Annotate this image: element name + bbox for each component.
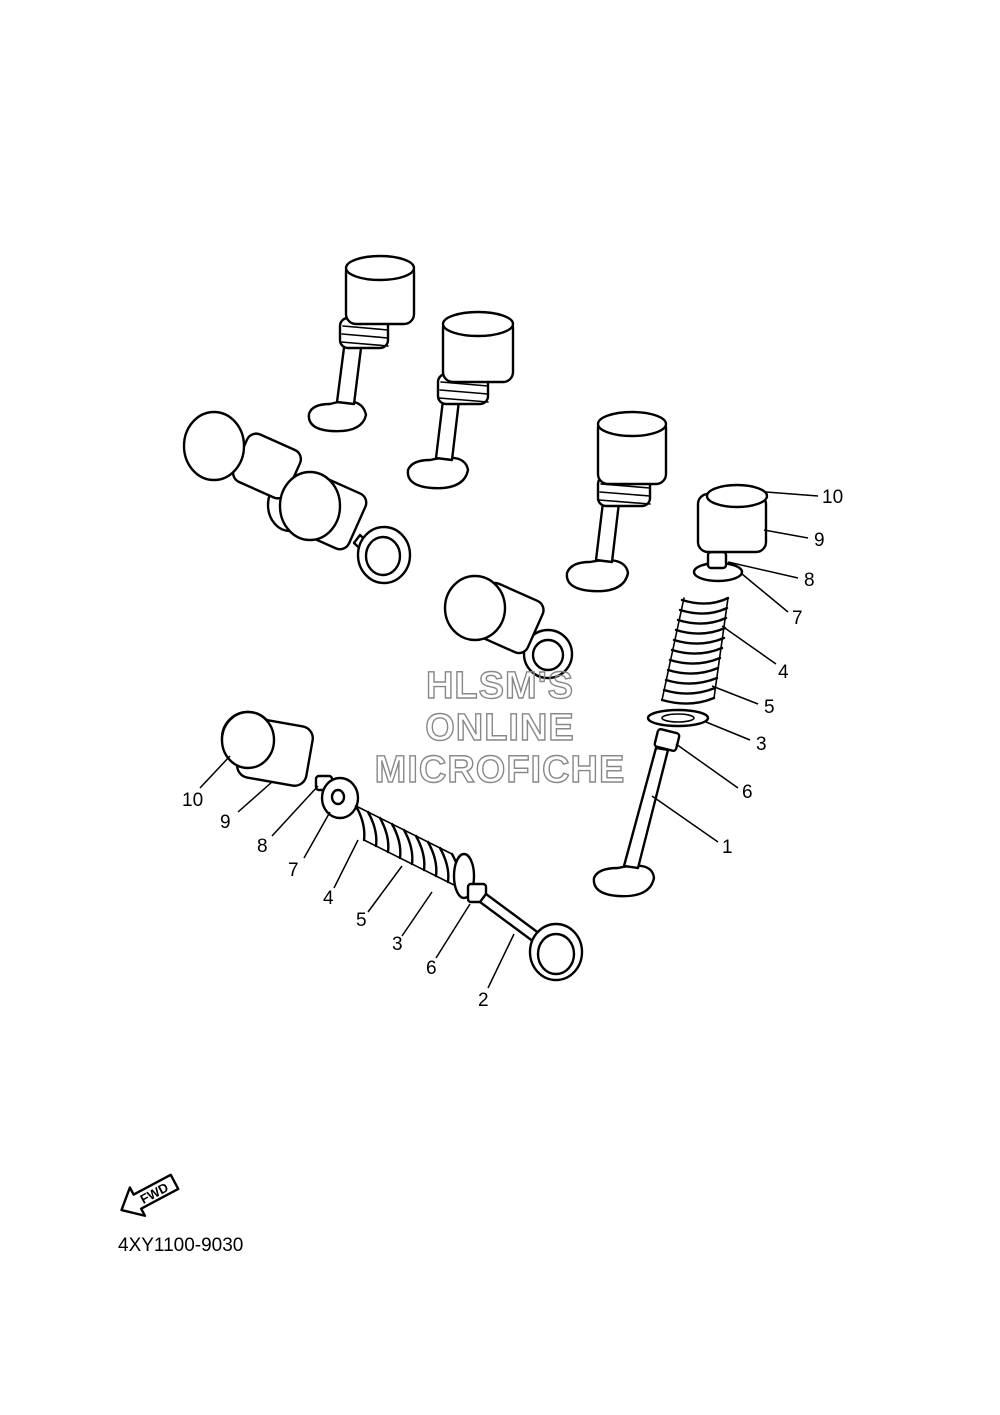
leader-lines-left: [199, 755, 515, 989]
valve-assembly-top-left: [307, 254, 416, 433]
callout-7-left: 7: [288, 860, 299, 881]
callout-10-right: 10: [822, 487, 843, 508]
watermark: HLSM'S ONLINE MICROFICHE: [374, 664, 626, 791]
callout-9-left: 9: [220, 812, 231, 833]
callout-2-left: 2: [478, 990, 489, 1011]
valve-exploded-left: [220, 710, 584, 982]
fwd-arrow-icon: FWD: [120, 1173, 180, 1217]
callout-8-left: 8: [257, 836, 268, 857]
callout-8-right: 8: [804, 570, 815, 591]
callout-4-right: 4: [778, 662, 789, 683]
callout-5-left: 5: [356, 910, 367, 931]
callout-5-right: 5: [764, 697, 775, 718]
watermark-line-3: MICROFICHE: [375, 749, 626, 791]
callout-10-left: 10: [182, 790, 203, 811]
valve-assembly-right-middle: [565, 410, 668, 593]
callout-6-left: 6: [426, 958, 437, 979]
watermark-line-2: ONLINE: [425, 707, 575, 749]
callout-7-right: 7: [792, 608, 803, 629]
diagram-reference-code: 4XY1100-9030: [118, 1235, 244, 1256]
valve-exploded-right: [592, 483, 769, 898]
watermark-line-1: HLSM'S: [426, 665, 574, 707]
leader-lines-right: [651, 491, 819, 843]
callouts-left: 10 9 8 7 4 5 3 6 2: [182, 790, 489, 1011]
callout-4-left: 4: [323, 888, 334, 909]
valve-assembly-left-tilted-pair: [182, 410, 412, 585]
callout-3-right: 3: [756, 734, 767, 755]
callout-3-left: 3: [392, 934, 403, 955]
valve-assembly-center-tilted: [443, 574, 574, 680]
callout-6-right: 6: [742, 782, 753, 803]
callout-9-right: 9: [814, 530, 825, 551]
valve-assembly-top-middle: [406, 310, 515, 490]
callout-1-right: 1: [722, 837, 733, 858]
callouts-right: 10 9 8 7 4 5 3 6 1: [722, 487, 843, 858]
